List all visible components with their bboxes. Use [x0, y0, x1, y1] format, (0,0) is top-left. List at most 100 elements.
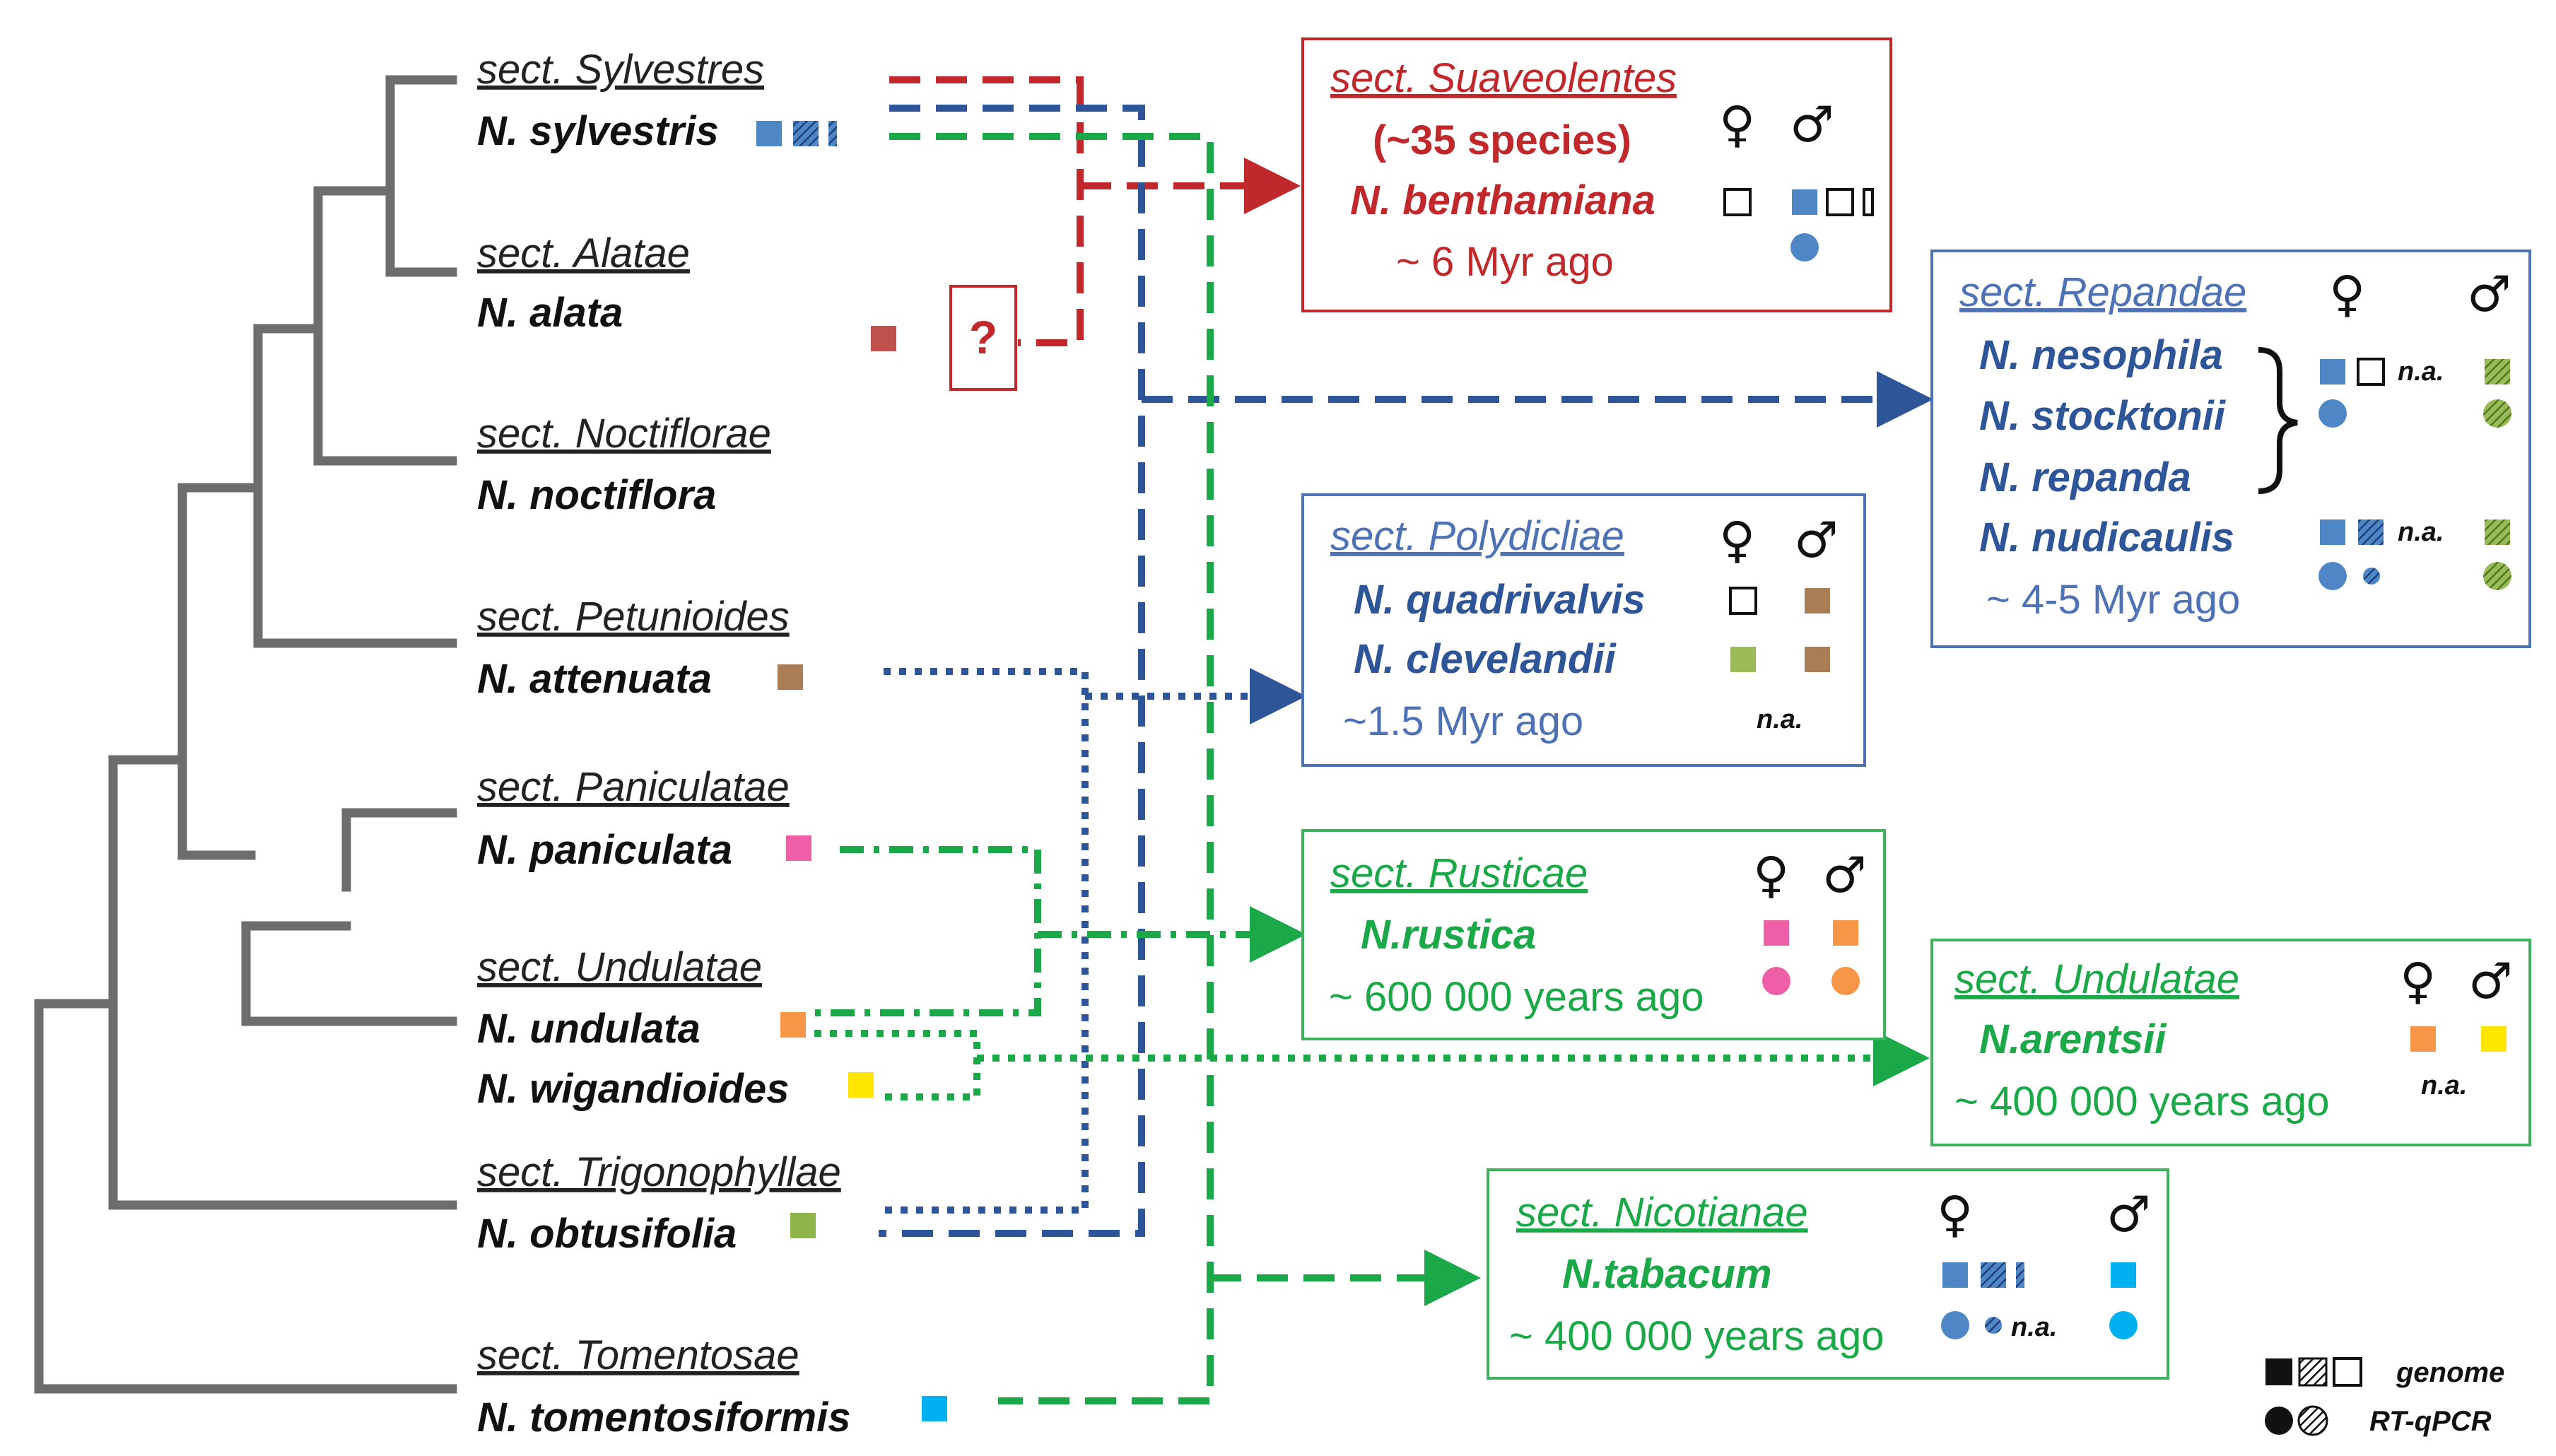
branch-trigonophyllae [108, 755, 457, 1210]
section-label-trigonophyllae: sect. Trigonophyllae [477, 1149, 841, 1195]
male-symbol: ♂ [1822, 846, 1867, 904]
marker-repandae-na: n.a. [2398, 357, 2444, 387]
box-polydicliae-header: sect. Polydicliae [1330, 513, 1624, 559]
marker-sylvestris-genome-partial [828, 121, 837, 146]
marker-nudicaulis-female-genome [2320, 519, 2345, 545]
marker-repandae-female-rtqpcr [2318, 399, 2347, 428]
species-label-paniculata: N. paniculata [477, 827, 732, 873]
marker-benthamiana-male-genome-empty [1826, 188, 1854, 216]
curly-brace [2258, 347, 2298, 494]
marker-nudicaulis-male-genome-hatched [2485, 519, 2510, 545]
female-symbol: ♀ [1719, 95, 1755, 153]
marker-benthamiana-male-genome-partial [1863, 188, 1874, 216]
green-dotted-connector [814, 1030, 980, 1100]
branch-petunioides-join [253, 324, 457, 648]
species-label-tomentosiformis: N. tomentosiformis [477, 1395, 851, 1440]
box-suaveolentes-header: sect. Suaveolentes [1330, 55, 1677, 101]
branch-undulata-wigandioides [241, 921, 457, 1026]
marker-nudicaulis-female-genome-hatched [2358, 519, 2384, 545]
question-mark: ? [969, 311, 997, 363]
marker-repandae-male-rtqpcr-hatched [2483, 399, 2511, 428]
box-repandae: sect. Repandae ♀ ♂ N. nesophila N. stock… [1930, 249, 2531, 648]
box-undulatae-header: sect. Undulatae [1954, 956, 2239, 1002]
branch-trigonophyllae-join [177, 483, 263, 860]
box-suaveolentes-age: ~ 6 Myr ago [1396, 239, 1614, 285]
legend-rtqpcr-label: RT-qPCR [2369, 1406, 2492, 1437]
marker-tabacum-male-genome [2111, 1262, 2136, 1288]
green-connector-sylvestris [889, 133, 1214, 1404]
species-label-wigandioides: N. wigandioides [477, 1066, 790, 1112]
marker-repandae-male-genome-hatched [2485, 359, 2510, 384]
marker-obtusifolia [790, 1213, 816, 1238]
section-label-noctiflorae: sect. Noctiflorae [477, 411, 771, 457]
marker-quadrivalvis-male-genome [1805, 588, 1830, 613]
box-polydicliae-species-clevelandii: N. clevelandii [1354, 636, 1617, 682]
marker-repandae-female-genome-empty [2357, 358, 2385, 386]
red-connector-sylvestris [889, 76, 1084, 346]
legend: genome RT-qPCR [2265, 1357, 2504, 1437]
male-symbol: ♂ [2468, 952, 2513, 1010]
box-nicotianae-frame [1487, 1168, 2169, 1380]
section-label-tomentosae: sect. Tomentosae [477, 1332, 799, 1378]
box-nicotianae-header: sect. Nicotianae [1516, 1190, 1808, 1235]
box-rusticae-header: sect. Rusticae [1330, 850, 1588, 896]
branch-paniculata-undulata [341, 808, 457, 892]
female-symbol: ♀ [1753, 846, 1789, 904]
marker-tabacum-female-rtqpcr-small [1985, 1317, 2002, 1334]
section-label-undulatae-tree: sect. Undulatae [477, 944, 762, 990]
question-box [949, 285, 1017, 391]
tree-labels: sect. Sylvestres N. sylvestris sect. Ala… [477, 47, 851, 1440]
marker-quadrivalvis-female-genome [1729, 587, 1757, 615]
box-polydicliae-frame [1301, 493, 1866, 767]
marker-nudicaulis-female-rtqpcr [2318, 562, 2347, 590]
box-suaveolentes-species-count: (~35 species) [1373, 117, 1631, 163]
male-symbol: ♂ [2467, 265, 2511, 323]
marker-arentsii-male-genome [2481, 1026, 2507, 1052]
marker-clevelandii-female-genome [1730, 647, 1756, 672]
marker-rustica-female-rtqpcr [1762, 967, 1790, 995]
legend-genome-hatched [2298, 1357, 2328, 1387]
species-markers [756, 121, 947, 1421]
blue-dotted-connector [879, 668, 1089, 1214]
male-symbol: ♂ [2106, 1185, 2151, 1243]
box-rusticae-species: N.rustica [1361, 912, 1536, 958]
green-dashdot-connector [814, 846, 1041, 1016]
box-nicotianae: sect. Nicotianae ♀ ♂ N.tabacum ~ 400 000… [1487, 1168, 2169, 1380]
section-label-petunioides: sect. Petunioides [477, 594, 790, 640]
box-repandae-species-repanda: N. repanda [1979, 454, 2191, 500]
box-repandae-frame [1930, 249, 2531, 648]
marker-rustica-female-genome [1764, 920, 1789, 946]
blue-connector-sylvestris [879, 105, 1145, 1237]
box-repandae-species-nesophila: N. nesophila [1979, 332, 2223, 378]
box-suaveolentes: sect. Suaveolentes (~35 species) N. bent… [1301, 37, 1892, 312]
marker-wigandioides [848, 1072, 874, 1098]
marker-attenuata [778, 664, 803, 690]
section-label-sylvestres: sect. Sylvestres [477, 47, 764, 93]
box-rusticae: sect. Rusticae ♀ ♂ N.rustica ~ 600 000 y… [1301, 829, 1886, 1040]
marker-nudicaulis-male-rtqpcr-hatched [2483, 562, 2511, 590]
marker-tabacum-female-genome [1942, 1262, 1968, 1288]
marker-sylvestris-genome [756, 121, 782, 146]
branch-sylvestris-alatae [385, 75, 457, 277]
marker-tabacum-male-rtqpcr [2109, 1311, 2138, 1339]
marker-nudicaulis-female-rtqpcr-small [2363, 568, 2380, 585]
box-rusticae-age: ~ 600 000 years ago [1329, 974, 1704, 1020]
box-undulatae-species: N.arentsii [1979, 1016, 2167, 1062]
box-repandae-species-nudicaulis: N. nudicaulis [1979, 515, 2234, 560]
box-repandae-species-stocktonii: N. stocktonii [1979, 393, 2227, 439]
section-label-alatae: sect. Alatae [477, 230, 690, 276]
box-polydicliae-age: ~1.5 Myr ago [1343, 698, 1583, 744]
male-symbol: ♂ [1794, 511, 1839, 569]
legend-rtqpcr-filled [2265, 1407, 2293, 1435]
species-label-noctiflora: N. noctiflora [477, 472, 716, 518]
phylogenetic-tree [34, 75, 457, 1394]
species-label-undulata: N. undulata [477, 1006, 700, 1052]
box-polydicliae-species-quadrivalvis: N. quadrivalvis [1354, 577, 1646, 623]
legend-rtqpcr-hatched [2297, 1405, 2328, 1436]
marker-tomentosiformis [922, 1396, 947, 1421]
marker-nudicaulis-na: n.a. [2398, 517, 2444, 547]
marker-tabacum-female-genome-hatched [1981, 1262, 2006, 1288]
female-symbol: ♀ [2400, 952, 2436, 1010]
marker-rustica-male-rtqpcr [1831, 967, 1860, 995]
